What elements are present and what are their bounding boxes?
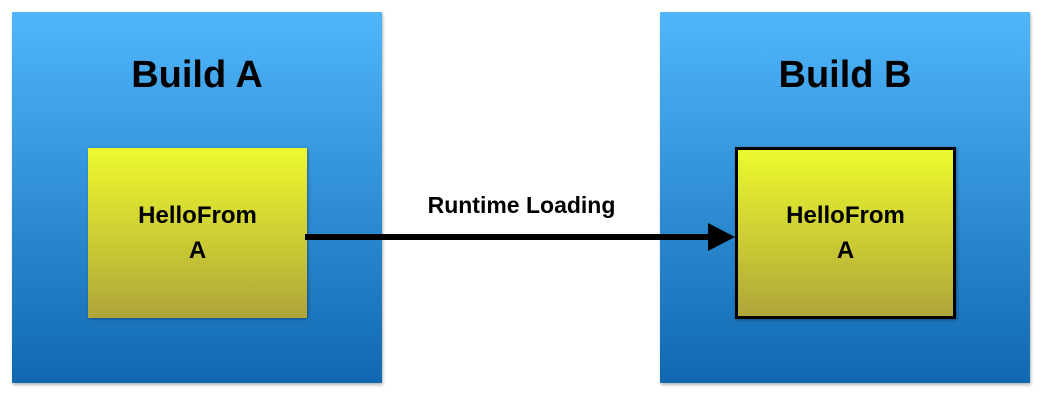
module-label-line1: HelloFrom (138, 202, 257, 229)
build-b-title: Build B (778, 54, 912, 96)
build-b-container: Build B HelloFrom A (660, 12, 1030, 383)
build-b-module: HelloFrom A (735, 147, 956, 319)
build-a-container: Build A HelloFrom A (12, 12, 382, 383)
arrow-head (708, 223, 735, 251)
build-a-module: HelloFrom A (88, 148, 307, 318)
build-b-module-label: HelloFrom A (738, 198, 953, 268)
module-label-line2: A (188, 237, 207, 264)
module-label-line1: HelloFrom (786, 202, 905, 229)
build-a-title: Build A (131, 54, 263, 96)
build-a-module-label: HelloFrom A (88, 198, 307, 268)
module-label-line2: A (836, 237, 855, 264)
arrow-label: Runtime Loading (427, 192, 616, 218)
